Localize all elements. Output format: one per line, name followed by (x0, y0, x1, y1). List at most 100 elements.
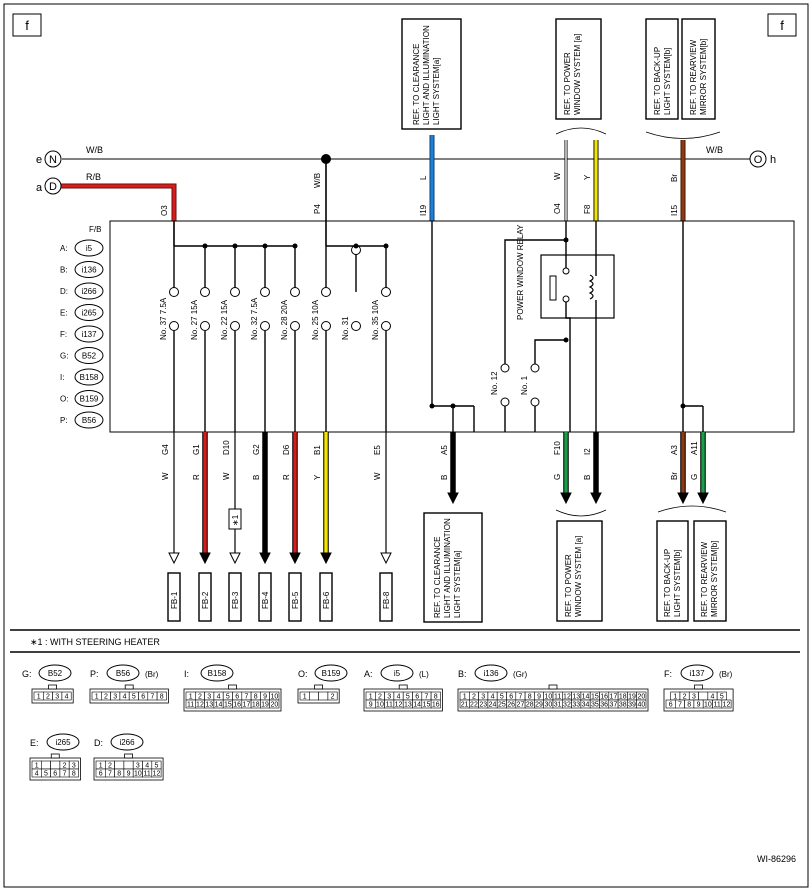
bottom-pin-label: G2 (252, 444, 261, 455)
connector-pin: 7 (244, 694, 248, 701)
connector-cell (61, 691, 72, 701)
connector-pin: 12 (723, 702, 731, 709)
ref-line: LIGHT SYSTEM[a] (453, 551, 462, 618)
ref-line: WINDOW SYSTEM [a] (573, 34, 582, 115)
connector-pin: 6 (53, 771, 57, 778)
connector-pin: 12 (395, 702, 403, 709)
wire-a-outline (61, 183, 177, 221)
ref-bottom-power-window: REF. TO POWERWINDOW SYSTEM [a] (556, 520, 603, 622)
connector-pin: 9 (537, 694, 541, 701)
connector-view-oval (106, 664, 140, 682)
connector-pin: 2 (46, 694, 50, 701)
ref-top-power-window: REF. TO POWERWINDOW SYSTEM [a] (555, 18, 602, 120)
connector-pin: 34 (582, 702, 590, 709)
connector-pin: 4 (65, 694, 69, 701)
connector-pin: 5 (226, 694, 230, 701)
connector-pin: 10 (544, 694, 552, 701)
arrow-icon (447, 492, 459, 505)
ref-line: MIRROR SYSTEM[b] (699, 39, 708, 115)
terminal-a-letter: a (36, 182, 43, 194)
connector-view-oval (46, 733, 80, 751)
connector-pin: 2 (472, 694, 476, 701)
connector-latch (124, 753, 133, 759)
arrow-icon (560, 492, 572, 505)
connector-pin: 3 (207, 694, 211, 701)
bottom-wire-color: G (553, 474, 562, 480)
connector-latch (50, 753, 60, 759)
fuse-junction (353, 243, 359, 249)
connector-view-key: B: (458, 669, 467, 679)
connector-pin: 1 (37, 694, 41, 701)
connector-view-id: i265 (55, 738, 71, 747)
fuse-12-top (500, 363, 510, 373)
connector-key-letter: P: (60, 416, 68, 425)
fb-destination-box (379, 572, 393, 622)
connector-pin: 25 (498, 702, 506, 709)
pin-i15: I15 (670, 204, 679, 216)
connector-pin: 7 (63, 771, 67, 778)
connector-pin: 3 (692, 694, 696, 701)
connector-pin: 11 (144, 771, 151, 778)
connector-pin: 3 (481, 694, 485, 701)
connector-pin: 3 (387, 694, 391, 701)
connector-view-id: B56 (116, 669, 131, 678)
terminal-e-circle (44, 150, 62, 168)
bottom-pin-label: E5 (373, 445, 382, 455)
fuse-terminal-top (260, 287, 270, 297)
connector-pin: 32 (563, 702, 571, 709)
connector-pin: 1 (95, 694, 99, 701)
connector-cell (68, 768, 79, 778)
fuse-junction (383, 243, 389, 249)
connector-pin: 36 (600, 702, 608, 709)
connector-pin: 5 (132, 694, 136, 701)
connector-pin: 9 (369, 702, 373, 709)
connector-view-key: I: (184, 669, 189, 679)
connector-latch (314, 684, 324, 690)
ref-line: REF. TO BACK-UP (663, 549, 672, 617)
fuse12-feed (504, 239, 566, 364)
connector-pin: 14 (582, 694, 590, 701)
connector-cell (114, 760, 125, 770)
fuse-1-label: No. 1 (520, 375, 529, 395)
connector-pin: 8 (434, 694, 438, 701)
connector-pin: 7 (150, 694, 154, 701)
connector-key-id: i266 (81, 287, 97, 296)
fuse-label: No. 25 10A (311, 299, 320, 340)
connector-pin: 5 (406, 694, 410, 701)
connector-pin: 35 (591, 702, 599, 709)
connector-pin: 7 (108, 771, 112, 778)
connector-cell (636, 699, 647, 709)
fuse-terminal-bottom (381, 321, 391, 331)
connector-pin: 29 (535, 702, 543, 709)
junction-fuse1 (563, 337, 569, 343)
connector-view-key: O: (298, 669, 308, 679)
wire-a-red (61, 184, 176, 221)
fuse-12-label: No. 12 (490, 371, 499, 395)
connector-cell (269, 699, 280, 709)
fb-destination-label: FB-8 (382, 591, 391, 609)
connector-view-oval (200, 664, 234, 682)
connector-pin: 6 (141, 694, 145, 701)
fuse-terminal-top (200, 287, 210, 297)
bottom-wire-group: G4WFB-1G1RFB-2D10WFB-3∗1G2BFB-4D6RFB-5B1… (161, 432, 709, 622)
connector-pin: 19 (261, 702, 269, 709)
connector-pin: 17 (243, 702, 251, 709)
terminal-h-letter: h (770, 154, 776, 166)
connector-pin: 20 (270, 702, 278, 709)
relay-out (565, 302, 571, 432)
connector-cell (430, 699, 441, 709)
fb-destination-box (228, 572, 242, 622)
connector-view-color: (Br) (719, 670, 733, 679)
connector-key-id: B56 (82, 416, 97, 425)
option-mark-box (228, 508, 242, 530)
connector-view-color: (Br) (145, 670, 159, 679)
connector-pin: 6 (509, 694, 513, 701)
bottom-pin-label: D6 (282, 444, 291, 455)
fb-destination-label: FB-2 (201, 591, 210, 609)
connector-pin: 3 (136, 763, 140, 770)
connector-cell (721, 699, 732, 709)
fuse-junction (202, 243, 208, 249)
